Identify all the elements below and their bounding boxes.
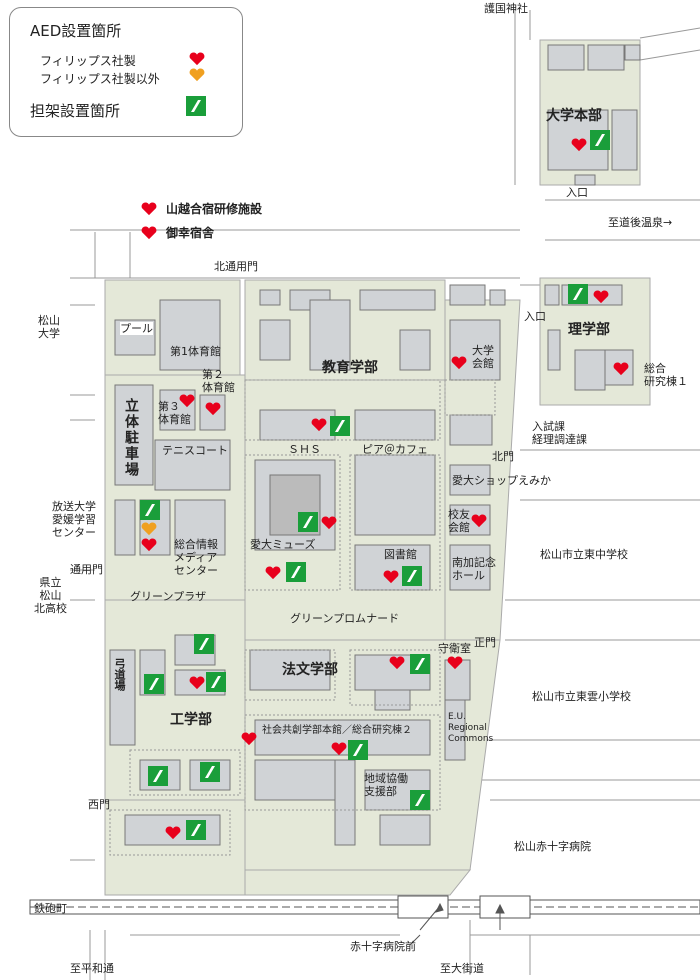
bldg-kyudojo: 弓道場	[113, 658, 126, 691]
facility-gokou: 御幸宿舎	[166, 226, 215, 240]
stretcher-icon	[590, 130, 610, 150]
place-teppocho: 鉄砲町	[34, 902, 67, 915]
bldg-gym1: 第1体育館	[170, 345, 221, 358]
place-higashi-chu: 松山市立東中学校	[540, 548, 628, 561]
stretcher-icon	[194, 634, 214, 654]
aed-heart-icon	[205, 402, 221, 416]
faculty-kogaku: 工学部	[170, 712, 212, 728]
block-outlines	[109, 379, 496, 856]
stretcher-icon	[410, 790, 430, 810]
bldg-koyu: 校友 会館	[448, 508, 470, 534]
aed-heart-icon	[141, 226, 157, 240]
bldg-toshokan: 図書館	[384, 548, 417, 561]
place-matsuyama-u: 松山 大学	[38, 314, 60, 340]
facility-yamagoshi: 山越合宿研修施設	[166, 202, 263, 216]
place-gokoku: 護国神社	[484, 2, 528, 15]
legend-stretcher-icon	[186, 96, 206, 116]
legend-stretcher-label: 担架設置箇所	[30, 102, 121, 120]
place-kenritsu: 県立 松山 北高校	[34, 576, 67, 615]
bldg-media: 総合情報 メディア センター	[174, 538, 218, 577]
legend-heart-orange-icon	[189, 68, 205, 82]
aed-heart-icon	[241, 732, 257, 746]
stretcher-icon	[568, 284, 588, 304]
bldg-tennis: テニスコート	[162, 444, 228, 457]
aed-heart-icon	[447, 656, 463, 670]
stretcher-icon	[140, 500, 160, 520]
bldg-pool: プール	[120, 322, 153, 335]
stretcher-icon	[330, 416, 350, 436]
bldg-gym2: 第２ 体育館	[202, 368, 235, 394]
stretcher-icon	[298, 512, 318, 532]
aed-heart-icon	[321, 516, 337, 530]
aed-heart-icon	[189, 676, 205, 690]
gate-north: 北通用門	[214, 260, 258, 273]
stretcher-icon	[348, 740, 368, 760]
legend-heart-red-icon	[189, 52, 205, 66]
gate-nishimon: 西門	[88, 798, 110, 811]
faculty-kyoiku: 教育学部	[322, 360, 378, 376]
aed-heart-icon	[141, 202, 157, 216]
stretcher-icon	[144, 674, 164, 694]
bldg-chiiki: 地域協働 支援部	[364, 772, 408, 798]
bldg-promenade: グリーンプロムナード	[290, 612, 400, 625]
aed-heart-icon	[613, 362, 629, 376]
stretcher-icon	[186, 820, 206, 840]
gate-entrance-sci: 入口	[524, 310, 546, 323]
gate-kitamon: 北門	[492, 450, 514, 463]
faculty-hobun: 法文学部	[282, 662, 338, 678]
bldg-shop: 愛大ショップえみか	[452, 474, 551, 487]
aed-heart-icon	[311, 418, 327, 432]
bldg-nanka: 南加記念 ホール	[452, 556, 496, 582]
gate-seimon: 正門	[474, 636, 496, 649]
legend-philips-label: フィリップス社製	[40, 54, 136, 68]
aed-heart-icon	[265, 566, 281, 580]
bldg-shs: ＳＨＳ	[288, 443, 321, 456]
stretcher-icon	[206, 672, 226, 692]
bldg-houso: 放送大学 愛媛学習 センター	[52, 500, 96, 539]
stretcher-icon	[410, 654, 430, 674]
bus-stop-arrows	[409, 902, 505, 946]
place-sekijuji-mae: 赤十字病院前	[350, 940, 416, 953]
place-onsen: 至道後温泉→	[608, 216, 673, 229]
place-okaido: 至大街道	[440, 962, 484, 975]
place-heiwadori: 至平和通	[70, 962, 114, 975]
place-tooun: 松山市立東雲小学校	[532, 690, 631, 703]
bldg-shakyo: 社会共創学部本館／総合研究棟２	[262, 725, 412, 736]
aed-heart-icon	[593, 290, 609, 304]
aed-heart-icon	[451, 356, 467, 370]
faculty-honbu: 大学本部	[546, 108, 602, 124]
aed-heart-icon	[165, 826, 181, 840]
map-legend: AED設置箇所 フィリップス社製 フィリップス社製以外 担架設置箇所	[9, 7, 243, 137]
gate-entrance-hq: 入口	[566, 186, 588, 199]
legend-title: AED設置箇所	[30, 22, 122, 40]
bldg-nyushi: 入試課 経理調達課	[532, 420, 587, 446]
aed-heart-icon	[471, 514, 487, 528]
bldg-parking: 立体駐車場	[123, 398, 139, 478]
place-sekijuji: 松山赤十字病院	[514, 840, 591, 853]
stretcher-icon	[402, 566, 422, 586]
stretcher-icon	[148, 766, 168, 786]
bldg-sogo1: 総合 研究棟１	[644, 362, 688, 388]
aed-heart-icon	[571, 138, 587, 152]
aed-heart-icon	[141, 538, 157, 552]
faculty-rigaku: 理学部	[568, 322, 610, 338]
aed-heart-icon	[383, 570, 399, 584]
stretcher-icon	[286, 562, 306, 582]
bldg-muse: 愛大ミューズ	[250, 538, 316, 551]
bldg-shukei: 守衛室	[438, 642, 471, 655]
aed-heart-icon	[389, 656, 405, 670]
bldg-gym3: 第３ 体育館	[158, 400, 191, 426]
aed-heart-orange-icon	[141, 522, 157, 536]
legend-other-label: フィリップス社製以外	[40, 72, 160, 86]
aed-heart-icon	[331, 742, 347, 756]
aed-heart-icon	[179, 394, 195, 408]
stretcher-icon	[200, 762, 220, 782]
bldg-pia: ピア＠カフェ	[362, 443, 428, 456]
bldg-eu: E.U. Regional Commons	[448, 712, 494, 744]
railway	[29, 895, 700, 919]
gate-tsuyomon: 通用門	[70, 563, 103, 576]
bldg-daigaku-kaikan: 大学 会館	[472, 344, 494, 370]
bldg-green-plaza: グリーンプラザ	[130, 590, 207, 603]
